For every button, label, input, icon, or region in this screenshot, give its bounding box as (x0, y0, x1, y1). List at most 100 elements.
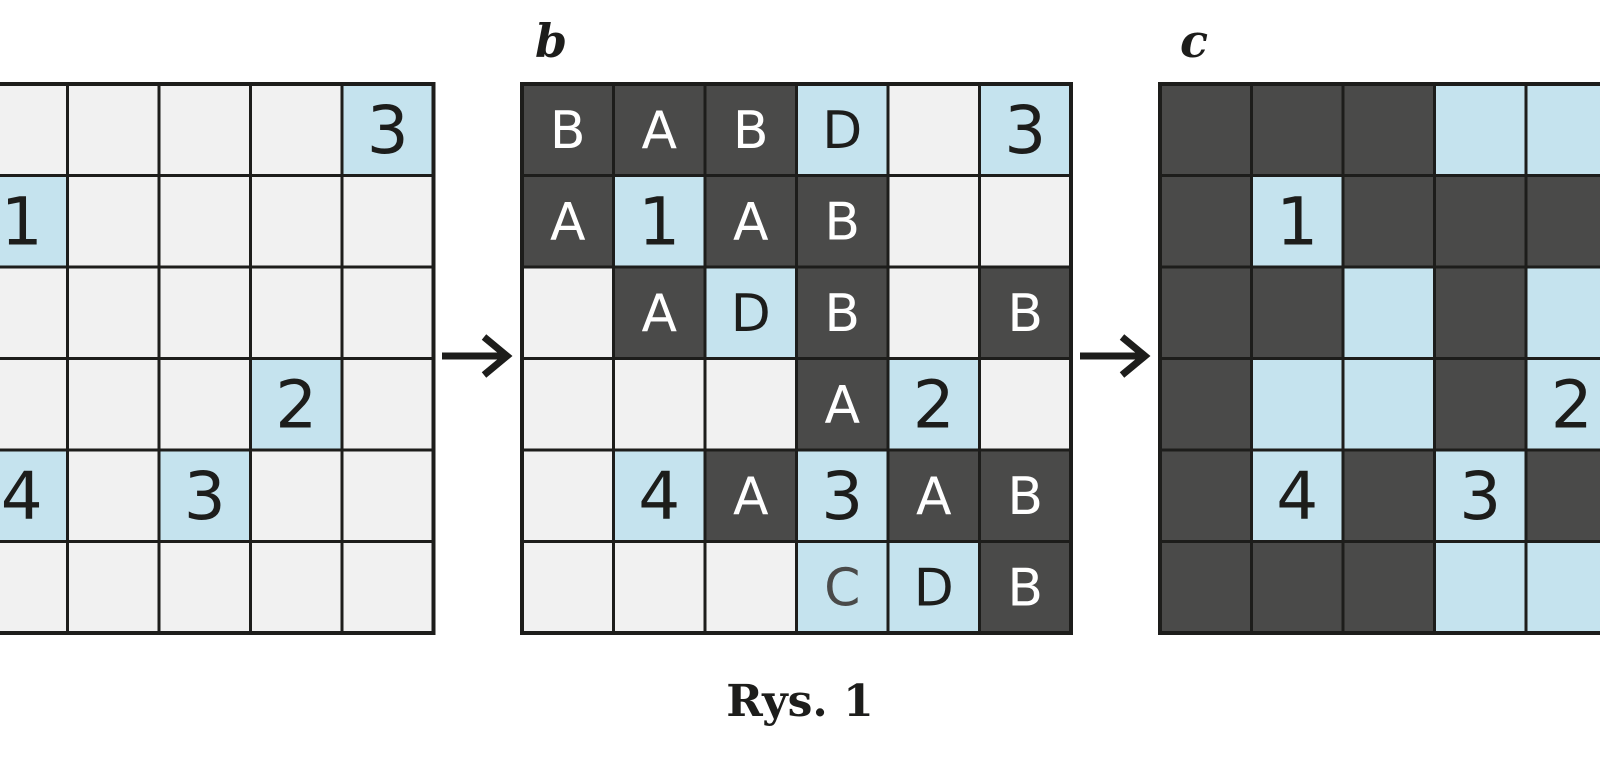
arrow-icon (1080, 334, 1151, 378)
grid-cell (520, 265, 615, 360)
grid-cell (612, 540, 707, 635)
cell-letter: B (1007, 467, 1043, 527)
cell-number: 2 (275, 366, 317, 443)
cell-number: 2 (913, 366, 955, 443)
grid-cell (1250, 174, 1345, 269)
grid-cell (1341, 82, 1436, 177)
grid-cell (66, 540, 161, 635)
grid-cell (795, 265, 890, 360)
grid-cell (978, 540, 1073, 635)
grid-cell (1341, 265, 1436, 360)
grid-cell (520, 540, 615, 635)
grid-cell (795, 357, 890, 452)
grid-cell (1158, 265, 1253, 360)
cell-letter: B (550, 101, 586, 161)
arrows-layer (442, 334, 1151, 378)
grid-cell (0, 357, 69, 452)
grid-cell (703, 174, 798, 269)
cell-letter: D (731, 284, 771, 344)
cell-number: 3 (184, 458, 226, 535)
panel-c-letter: c (1180, 14, 1209, 68)
grid-cell (978, 265, 1073, 360)
cell-letter: A (550, 192, 586, 252)
cell-letter: C (824, 558, 860, 618)
grid-cell (340, 540, 435, 635)
grid-cell (0, 265, 69, 360)
grid-cell (1250, 448, 1345, 543)
grid-cell (157, 540, 252, 635)
cell-letter: A (641, 101, 677, 161)
cell-letter: A (641, 284, 677, 344)
grid-cell (978, 357, 1073, 452)
grid-cell (886, 82, 981, 177)
cell-letter: B (824, 284, 860, 344)
figure-caption: Rys. 1 (726, 676, 874, 727)
grid-cell (1433, 82, 1528, 177)
grid-cell (1433, 540, 1528, 635)
grid-border (0, 82, 436, 635)
grid-cell (0, 540, 69, 635)
grid-cell (520, 357, 615, 452)
grid-cell (1158, 174, 1253, 269)
grid-cell (1158, 448, 1253, 543)
grid-cell (612, 357, 707, 452)
grid-cell (1341, 174, 1436, 269)
grid-cell (66, 174, 161, 269)
grid-cell (66, 448, 161, 543)
grid-cell (157, 82, 252, 177)
grid-cell (1524, 265, 1600, 360)
cell-number: 1 (638, 183, 680, 260)
cell-number: 3 (367, 92, 409, 169)
grid-cell (340, 357, 435, 452)
grid-cell (1341, 448, 1436, 543)
grid-cell (1158, 540, 1253, 635)
grid-cell (340, 82, 435, 177)
grid-cell (0, 174, 69, 269)
cell-letter: B (824, 192, 860, 252)
cell-number: 2 (1551, 366, 1593, 443)
grid-cell (249, 265, 344, 360)
grid-cell (1250, 82, 1345, 177)
grid-cell (157, 174, 252, 269)
cell-number: 3 (1459, 458, 1501, 535)
grid-cell (703, 357, 798, 452)
grid-border (520, 82, 1073, 635)
grid-cell (1158, 357, 1253, 452)
grid-cell (1433, 174, 1528, 269)
grid-cell (886, 540, 981, 635)
grid-cell (978, 174, 1073, 269)
grid-cell (249, 82, 344, 177)
grid-cell (520, 448, 615, 543)
grid-cell (612, 265, 707, 360)
cell-letter: D (914, 558, 954, 618)
cell-letter: A (733, 192, 769, 252)
grid-cell (1158, 82, 1253, 177)
grid-cell (795, 448, 890, 543)
grid-cell (249, 448, 344, 543)
grid-cell (66, 82, 161, 177)
grid-cell (1250, 265, 1345, 360)
cell-letter: B (1007, 558, 1043, 618)
cell-number: 4 (1276, 458, 1318, 535)
cell-number: 1 (1, 183, 43, 260)
grid-cell (1524, 174, 1600, 269)
grid-cell (157, 265, 252, 360)
cell-letter: A (733, 467, 769, 527)
panel-b-letter: b (535, 14, 568, 68)
cell-letter: B (1007, 284, 1043, 344)
cell-letter: B (733, 101, 769, 161)
grid-cell (886, 448, 981, 543)
grid-cell (340, 174, 435, 269)
grid-cell (157, 357, 252, 452)
grid-cell (1341, 540, 1436, 635)
grid-cell (249, 174, 344, 269)
grid-cell (340, 448, 435, 543)
grid-cell (1433, 357, 1528, 452)
grid-cell (0, 82, 69, 177)
cell-letter: A (916, 467, 952, 527)
